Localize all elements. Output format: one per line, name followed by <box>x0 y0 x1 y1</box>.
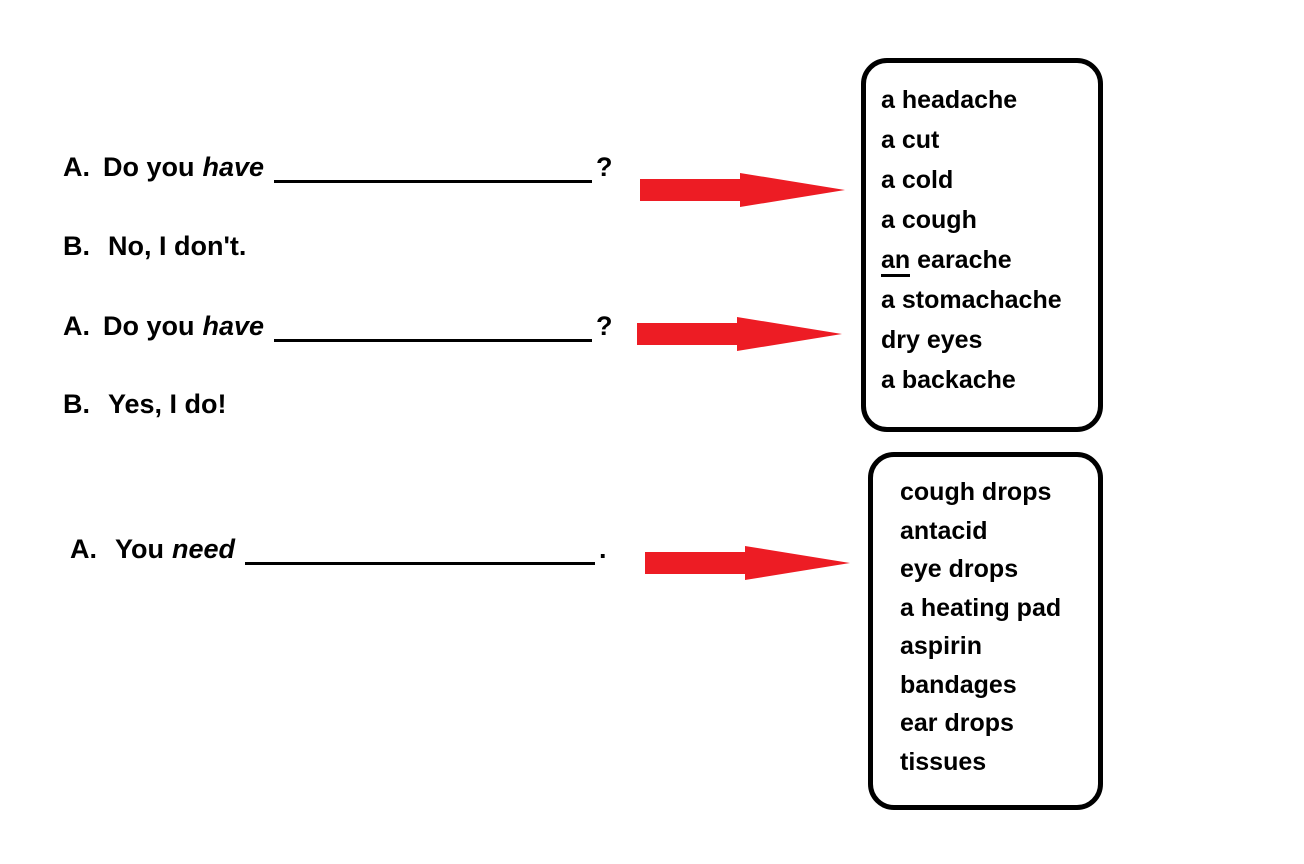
word-list-item: a stomachache <box>881 286 1062 314</box>
speaker-label: A. <box>70 534 97 564</box>
word-list-item: tissues <box>900 747 987 776</box>
word-list-item: a cut <box>881 126 940 154</box>
red-arrow-icon <box>645 546 850 580</box>
red-arrow-icon <box>640 173 845 207</box>
word-list-item: cough drops <box>900 478 1052 506</box>
word-rest: earache <box>910 246 1012 274</box>
answer-blank-2 <box>274 339 593 342</box>
word-list-item: a cough <box>881 206 977 234</box>
red-arrow-icon <box>637 317 842 351</box>
dialogue-line-b2: B. Yes, I do! <box>63 389 227 420</box>
word-list-item: bandages <box>900 670 1017 699</box>
word-list-item: eye drops <box>900 555 1019 583</box>
word-list-item: a heating pad <box>900 593 1062 622</box>
answer-blank-1 <box>274 180 593 183</box>
speaker-label: B. <box>63 231 90 261</box>
dialogue-text: Do you <box>103 311 195 341</box>
dialogue-verb-italic: need <box>172 534 236 564</box>
speaker-label: A. <box>63 152 90 182</box>
dialogue-text: Yes, I do! <box>108 389 227 419</box>
dialogue-verb-italic: have <box>202 311 265 341</box>
speaker-label: B. <box>63 389 90 419</box>
word-list-item: a cold <box>881 166 954 194</box>
punctuation: . <box>599 534 607 564</box>
punctuation: ? <box>596 311 613 341</box>
word-list-item: antacid <box>900 516 988 545</box>
remedies-word-box: cough drops antacid eye drops a heating … <box>868 452 1103 810</box>
word-list-item: a backache <box>881 366 1016 394</box>
underlined-article: an <box>881 246 911 277</box>
dialogue-text: Do you <box>103 152 195 182</box>
dialogue-text: You <box>115 534 164 564</box>
punctuation: ? <box>596 152 613 182</box>
dialogue-text: No, I don't. <box>108 231 247 261</box>
ailments-word-box: a headache a cut a cold a cough an earac… <box>861 58 1103 432</box>
word-list-item: dry eyes <box>881 326 983 354</box>
speaker-label: A. <box>63 311 90 341</box>
word-list-item: a headache <box>881 86 1018 114</box>
dialogue-line-b1: B. No, I don't. <box>63 231 246 262</box>
word-list-item: aspirin <box>900 632 982 660</box>
word-list-item-an-earache: an earache <box>881 240 1098 280</box>
dialogue-verb-italic: have <box>202 152 265 182</box>
answer-blank-3 <box>245 562 596 565</box>
word-list-item: ear drops <box>900 709 1014 737</box>
